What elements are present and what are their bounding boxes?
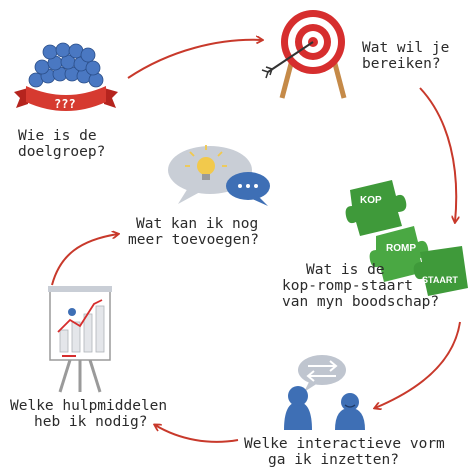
puzzle-icon [345, 180, 468, 296]
step-extra-line2: meer toevoegen? [128, 232, 259, 248]
step-resources-line2: heb ik nodig? [34, 414, 148, 430]
step-audience-line1: Wie is de [18, 128, 97, 144]
step-extra-line1: Wat kan ik nog [136, 216, 259, 232]
step-structure-line2: kop-romp-staart [282, 278, 413, 294]
step-interaction-label: Welke interactieve vorm ga ik inzetten? [244, 436, 445, 468]
step-structure-line3: van myn boodschap? [282, 294, 440, 310]
step-structure-line1: Wat is de [306, 262, 385, 278]
arrow-interaction-to-resources [155, 425, 239, 443]
flipchart-icon [48, 286, 112, 393]
arrow-structure-to-interaction [375, 321, 461, 408]
idea-bubble-icon [168, 145, 270, 206]
puzzle-piece-staart-label: STAART [422, 275, 458, 285]
arrow-audience-to-goal [127, 40, 262, 79]
step-structure-label: Wat is de kop-romp-staart van myn boodsc… [282, 262, 439, 310]
step-interaction-line1: Welke interactieve vorm [244, 436, 445, 452]
step-goal-line1: Wat wil je [362, 40, 450, 56]
discussion-icon [284, 355, 365, 430]
puzzle-piece-romp-label: ROMP [386, 243, 416, 254]
step-interaction-line2: ga ik inzetten? [268, 452, 399, 468]
puzzle-piece-kop-label: KOP [360, 195, 382, 206]
step-resources-label: Welke hulpmiddelen heb ik nodig? [10, 398, 167, 430]
arrow-resources-to-extra [51, 234, 118, 286]
arrow-goal-to-structure [419, 87, 456, 222]
step-goal-line2: bereiken? [362, 56, 441, 72]
crowd-banner-text: ??? [54, 97, 76, 111]
crowd-icon [14, 42, 118, 111]
step-extra-label: Wat kan ik nog meer toevoegen? [128, 216, 259, 248]
step-resources-line1: Welke hulpmiddelen [10, 398, 168, 414]
step-goal-label: Wat wil je bereiken? [362, 40, 449, 72]
target-icon [261, 10, 347, 99]
step-audience-line2: doelgroep? [18, 144, 106, 160]
step-audience-label: Wie is de doelgroep? [18, 128, 105, 160]
